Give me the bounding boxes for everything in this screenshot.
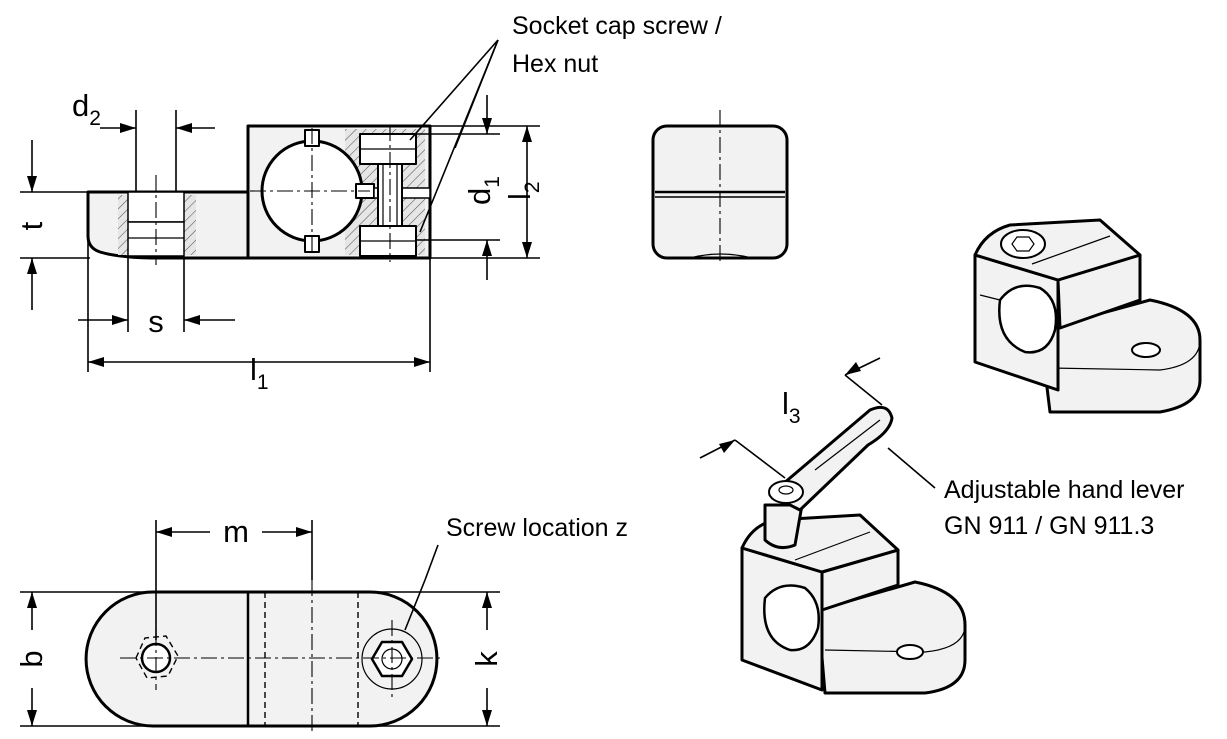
- screw-location-label: Screw location z: [446, 514, 628, 542]
- labels: Socket cap screw / Hex nut Screw locatio…: [14, 12, 1184, 668]
- top-view: [84, 580, 440, 735]
- dim-k: k: [469, 651, 504, 667]
- dim-l3: l3: [782, 386, 801, 428]
- isometric-view-lever: [699, 357, 967, 695]
- top-view-dimensions: [20, 520, 500, 727]
- iso2-lever-hub: [763, 503, 804, 550]
- dim-d1: d1: [462, 176, 504, 205]
- socket-cap-screw-label: Socket cap screw /: [512, 12, 722, 40]
- dim-t: t: [14, 221, 49, 230]
- hand-lever-model-label: GN 911 / GN 911.3: [944, 512, 1154, 540]
- isometric-view-screw: [973, 218, 1202, 414]
- side-view: [651, 110, 789, 262]
- dim-l1: l1: [250, 352, 269, 394]
- dim-s: s: [148, 304, 164, 339]
- dim-l2: l2: [502, 181, 544, 200]
- iso2-lever-arm: [768, 405, 894, 512]
- front-view-dimensions: [20, 39, 540, 372]
- hex-nut-label: Hex nut: [512, 50, 598, 78]
- front-section-view: [86, 124, 432, 265]
- iso1-flange: [1038, 298, 1202, 414]
- dim-b: b: [14, 650, 49, 667]
- iso2-flange: [816, 580, 967, 695]
- hand-lever-label: Adjustable hand lever: [944, 476, 1184, 504]
- dim-m: m: [223, 514, 249, 549]
- dim-d2: d2: [72, 88, 101, 130]
